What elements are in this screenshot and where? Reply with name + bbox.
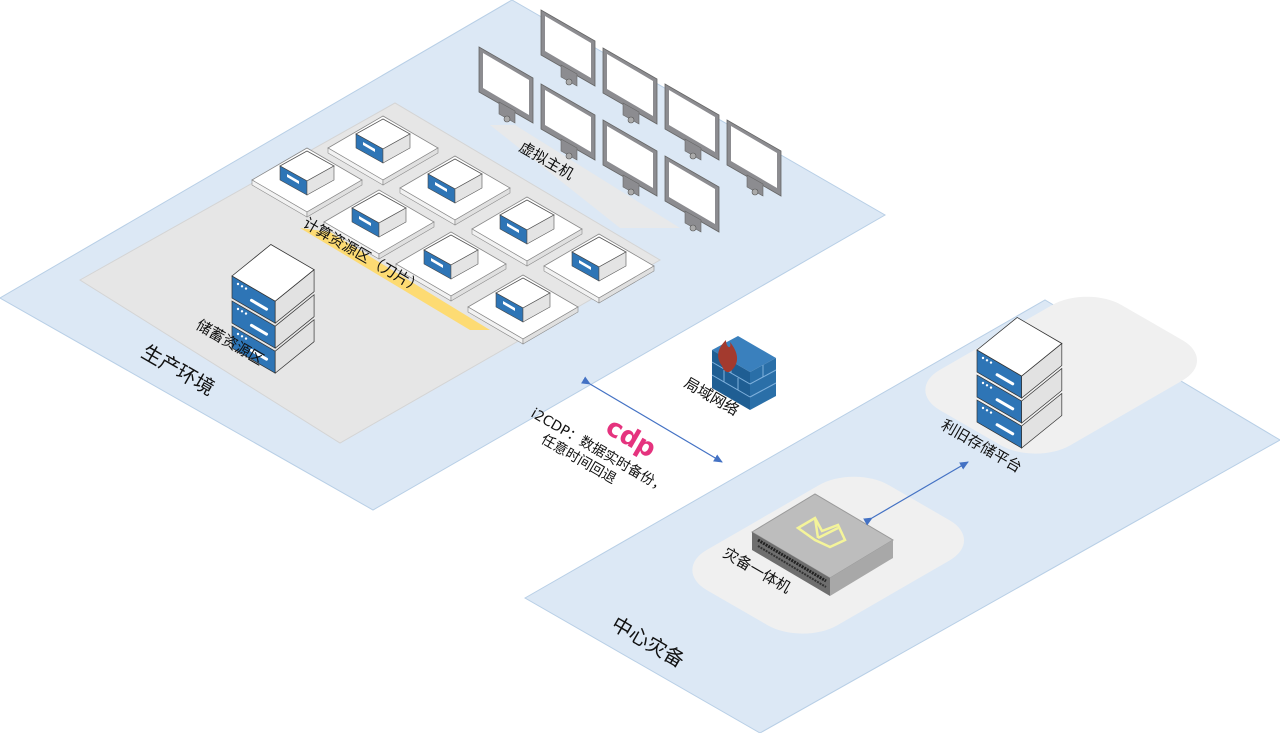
virtual-host-monitor-icon	[664, 83, 720, 161]
storage-server-unit-top	[231, 244, 315, 302]
storage-server-unit	[231, 318, 315, 374]
shield-logo-icon	[795, 516, 847, 549]
blade-server	[323, 189, 435, 260]
virtual-host-monitor-icon	[726, 119, 782, 197]
blade-server	[395, 231, 507, 302]
storage-platform-unit	[976, 342, 1063, 399]
cdp-replication-arrow[interactable]	[581, 376, 723, 463]
dr-appliance	[751, 493, 894, 596]
dr-storage-link-arrow[interactable]	[863, 461, 969, 526]
virtual-host-monitor-icon	[602, 119, 658, 197]
virtual-host-monitor-icon	[540, 83, 596, 161]
firewall-icon	[711, 336, 777, 410]
storage-platform-unit-top	[976, 316, 1063, 377]
storage-server-unit	[231, 293, 315, 349]
compute-beam	[300, 228, 490, 330]
blade-server	[467, 274, 579, 345]
blade-group	[251, 115, 655, 345]
storage-platform-unit	[976, 367, 1063, 424]
storage-server-stack	[231, 244, 315, 374]
storage-platform-server	[976, 316, 1063, 449]
virtual-host-monitor-icon	[664, 155, 720, 233]
flame-icon	[718, 340, 738, 373]
blade-server	[399, 155, 511, 226]
monitor-group	[478, 9, 782, 233]
blade-server	[543, 233, 655, 304]
blade-server	[251, 147, 363, 218]
virtual-host-monitor-icon	[478, 46, 534, 124]
storage-platform-unit	[976, 392, 1063, 449]
virtual-hosts-beam	[490, 125, 680, 228]
virtual-host-monitor-icon	[602, 47, 658, 125]
blade-server	[327, 115, 439, 186]
blade-server	[471, 196, 583, 267]
virtual-host-monitor-icon	[540, 9, 596, 87]
